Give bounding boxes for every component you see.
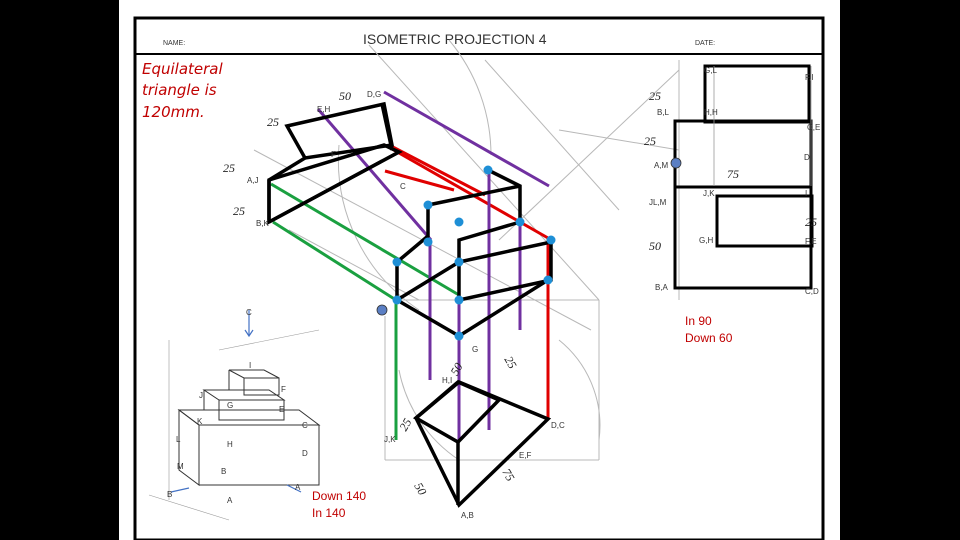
note-down-60: Down 60 <box>685 331 733 345</box>
plan-dim-75: 75 <box>499 466 517 483</box>
node-12 <box>454 331 464 341</box>
node-6 <box>546 235 556 245</box>
dim-50: 50 <box>339 89 351 103</box>
sheet-border <box>133 16 825 540</box>
plan-label-hi: H,I <box>442 376 452 385</box>
elevation-guides <box>713 66 812 186</box>
elev-label-ba: B,A <box>655 283 669 292</box>
drawing-sheet: NAME: ISOMETRIC PROJECTION 4 DATE: Equil… <box>119 0 840 540</box>
elev-label-jlm: JL,M <box>649 198 667 207</box>
elev-label-jk: J,K <box>703 189 715 198</box>
node-13 <box>376 304 388 316</box>
plan-label-ef: E,F <box>519 451 532 460</box>
dim-25-left-1: 25 <box>223 161 235 175</box>
node-8 <box>454 257 464 267</box>
elev-dim-75: 75 <box>727 167 739 181</box>
pic-arrow-label-c: C <box>246 308 252 317</box>
elev-dim-50: 50 <box>649 239 661 253</box>
note-line-1: Equilateral <box>142 60 224 78</box>
node-14 <box>670 157 682 169</box>
label-bk: B,K <box>256 219 270 228</box>
pic-arrow-label-b: B <box>167 490 172 499</box>
plan-label-g: G <box>472 345 478 354</box>
pic-label-d: D <box>302 449 308 458</box>
elev-label-gh: G,H <box>699 236 713 245</box>
isometric-outline <box>267 101 553 508</box>
construction-nodes <box>376 157 682 341</box>
date-label: DATE: <box>695 40 715 47</box>
node-4 <box>454 217 464 227</box>
pic-label-i: I <box>249 361 251 370</box>
drawing-canvas: NAME: ISOMETRIC PROJECTION 4 DATE: Equil… <box>133 16 825 540</box>
pic-label-l: L <box>176 435 181 444</box>
pictorial-view <box>148 310 321 521</box>
pic-label-f: F <box>281 385 286 394</box>
elev-label-bl: B,L <box>657 108 670 117</box>
elev-label-cd: C,D <box>805 287 819 296</box>
label-f: F <box>331 150 336 159</box>
node-2 <box>423 200 433 210</box>
node-7 <box>392 257 402 267</box>
label-eh: E,H <box>317 105 331 114</box>
node-1 <box>483 165 493 175</box>
front-elevation <box>673 64 814 290</box>
plan-label-dc: D,C <box>551 421 565 430</box>
note-in-90: In 90 <box>685 314 712 328</box>
pic-label-g: G <box>227 401 233 410</box>
dim-25-left-2: 25 <box>233 204 245 218</box>
pic-label-k: K <box>197 417 203 426</box>
plan-dim-25-b: 25 <box>396 416 414 433</box>
elev-label-fe: F,E <box>805 237 817 246</box>
elev-label-hh: H,H <box>704 108 718 117</box>
elev-label-d: D <box>804 153 810 162</box>
node-10 <box>392 295 402 305</box>
elev-dim-25-b: 25 <box>644 134 656 148</box>
node-5 <box>423 237 433 247</box>
plan-label-ab: A,B <box>461 511 474 520</box>
node-11 <box>454 295 464 305</box>
pic-label-h: H <box>227 440 233 449</box>
name-label: NAME: <box>163 40 185 47</box>
pic-label-c: C <box>302 421 308 430</box>
dim-25-top: 25 <box>267 115 279 129</box>
node-9 <box>543 275 553 285</box>
pic-arrow-label-a: A <box>295 483 301 492</box>
plan-dim-50-b: 50 <box>411 480 429 497</box>
pic-label-e: E <box>279 405 284 414</box>
elev-dim-25-right: 25 <box>805 215 817 229</box>
elev-label-am: A,M <box>654 161 669 170</box>
elev-label-fi: F,I <box>805 73 813 82</box>
note-in-140: In 140 <box>312 506 346 520</box>
node-3 <box>515 217 525 227</box>
note-down-140: Down 140 <box>312 489 366 503</box>
note-line-3: 120mm. <box>142 103 205 121</box>
elev-label-i: I <box>805 189 807 198</box>
pic-label-b: B <box>221 467 226 476</box>
elev-dim-25-a: 25 <box>649 89 661 103</box>
pic-label-m: M <box>177 462 184 471</box>
plan-dim-25-a: 25 <box>502 354 520 371</box>
elev-label-ce: C,E <box>807 123 820 132</box>
pic-label-a: A <box>227 496 233 505</box>
label-aj: A,J <box>247 176 259 185</box>
elev-label-gl: G,L <box>704 66 717 75</box>
page-title: ISOMETRIC PROJECTION 4 <box>363 31 547 47</box>
label-c: C <box>400 182 406 191</box>
label-dg: D,G <box>367 90 381 99</box>
plan-label-jk: J,K <box>384 435 396 444</box>
isometric-lines <box>270 90 550 505</box>
pic-label-j: J <box>199 391 203 400</box>
note-line-2: triangle is <box>142 81 217 99</box>
